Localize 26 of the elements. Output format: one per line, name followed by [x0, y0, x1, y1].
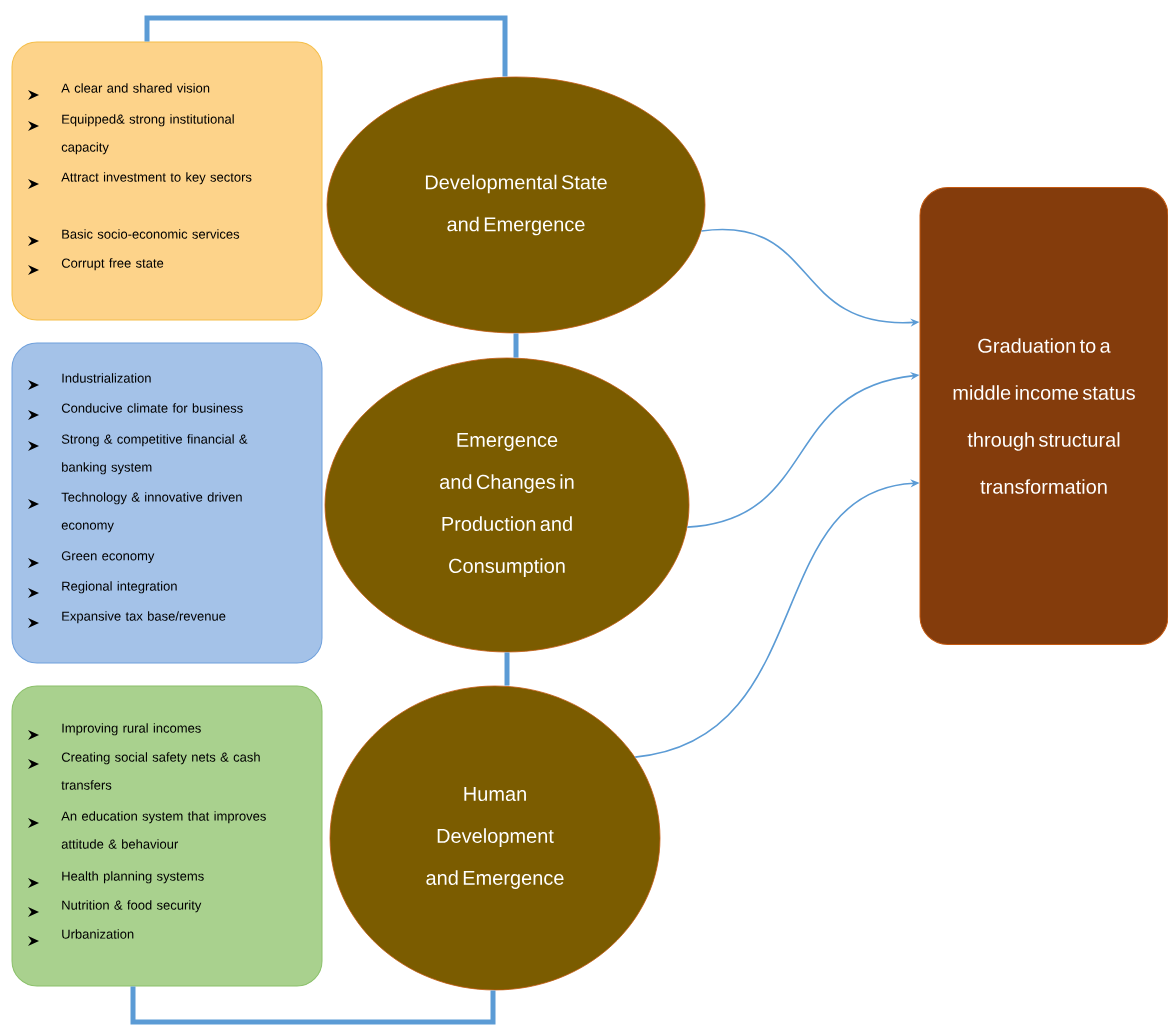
- list-item: Expansive tax base/revenue: [62, 611, 226, 624]
- list-item: An education system that improves attitude & behaviour: [61, 811, 266, 849]
- list-item: Health planning systems: [62, 871, 204, 884]
- list-item: Conducive climate for business: [61, 403, 243, 413]
- list-item: Equipped& strong institutional capacity: [61, 114, 234, 155]
- connector-line: [130, 986, 496, 1025]
- connector-line: [513, 333, 519, 358]
- list-item: Strong & competitive financial & banking system: [61, 434, 248, 475]
- list-item: Corrupt free state: [61, 258, 164, 271]
- bullet-list-box: [11, 342, 323, 664]
- bullet-list-box: [11, 685, 323, 987]
- connector-line: [504, 652, 510, 686]
- list-item: Regional integration: [62, 581, 177, 594]
- connector-line: [144, 15, 508, 77]
- list-item: Green economy: [61, 551, 155, 563]
- list-item: A clear and shared vision: [61, 83, 210, 93]
- bullet-list-box: [11, 41, 323, 321]
- list-item: Attract investment to key sectors: [61, 172, 252, 185]
- outcome-box: Graduation to a middle income status through structural transformation: [919, 187, 1168, 645]
- list-item: Improving rural incomes: [62, 723, 201, 736]
- list-item: Industrialization: [62, 373, 151, 383]
- list-item: Urbanization: [62, 929, 134, 939]
- list-item: Technology & innovative driven economy: [61, 492, 242, 533]
- list-item: Creating social safety nets & cash transfers: [61, 752, 260, 790]
- list-item: Basic socio-economic services: [62, 229, 240, 239]
- list-item: Nutrition & food security: [62, 900, 202, 913]
